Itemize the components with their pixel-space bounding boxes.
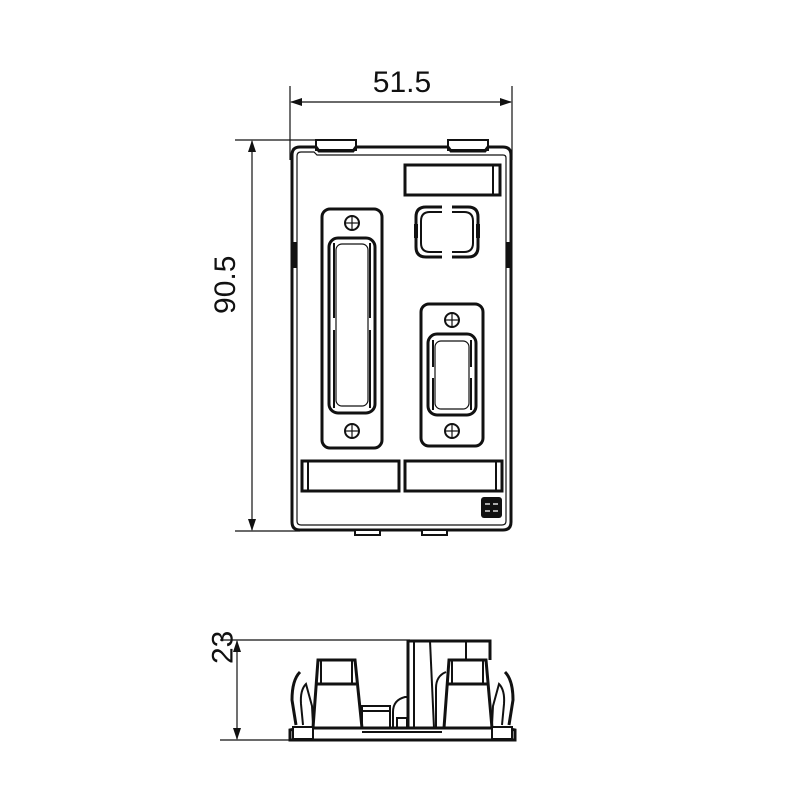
- inner-frame: [296, 151, 507, 526]
- screw-hole-icon: [444, 423, 460, 439]
- base-foot-right: [491, 726, 513, 740]
- side-clip-left: [292, 242, 297, 268]
- cable-curve-right: [435, 671, 447, 728]
- label-slot-bottom-left: [300, 459, 401, 493]
- dsub-small-cutout: [419, 302, 485, 448]
- tall-block: [406, 639, 492, 728]
- dsub-large-cutout: [320, 207, 384, 450]
- width-dimension: 51.5: [289, 66, 513, 160]
- side-view: [288, 639, 517, 742]
- screw-hole-icon: [344, 215, 360, 231]
- keystone-cutout: [414, 205, 480, 259]
- bottom-tab-left: [354, 529, 381, 536]
- top-tab-right: [447, 139, 489, 151]
- label-slot-top: [403, 163, 502, 197]
- depth-dimension: 23: [206, 631, 410, 741]
- height-label: 90.5: [209, 256, 242, 314]
- height-dimension: 90.5: [209, 139, 320, 532]
- screw-hole-icon: [444, 312, 460, 328]
- logo-mark-icon: [481, 497, 502, 518]
- post-right: [442, 658, 494, 729]
- cable-curve: [392, 696, 408, 728]
- bottom-tab-right: [421, 529, 448, 536]
- width-label: 51.5: [373, 66, 431, 99]
- top-view: [290, 139, 513, 536]
- spring-clip-left: [290, 670, 302, 726]
- post-left: [311, 658, 364, 729]
- small-clip: [396, 717, 408, 729]
- base-plate: [288, 726, 517, 742]
- outer-frame: [290, 145, 513, 532]
- base-foot-left: [292, 726, 314, 740]
- depth-label: 23: [206, 631, 239, 664]
- top-tab-left: [315, 139, 357, 151]
- label-slot-bottom-right: [403, 459, 504, 493]
- screw-hole-icon: [344, 423, 360, 439]
- center-block: [361, 705, 391, 729]
- side-clip-right: [506, 242, 511, 268]
- spring-clip-right: [503, 670, 515, 726]
